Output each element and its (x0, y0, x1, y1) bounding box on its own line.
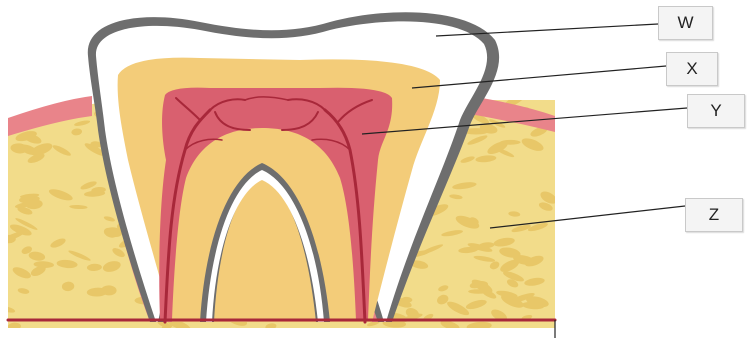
label-x: X (666, 52, 718, 86)
label-z: Z (685, 198, 743, 232)
label-w: W (658, 6, 713, 40)
bone-spot (2, 93, 19, 102)
bone-spot (24, 87, 49, 106)
label-y: Y (687, 94, 745, 128)
bone-spot (468, 289, 488, 294)
